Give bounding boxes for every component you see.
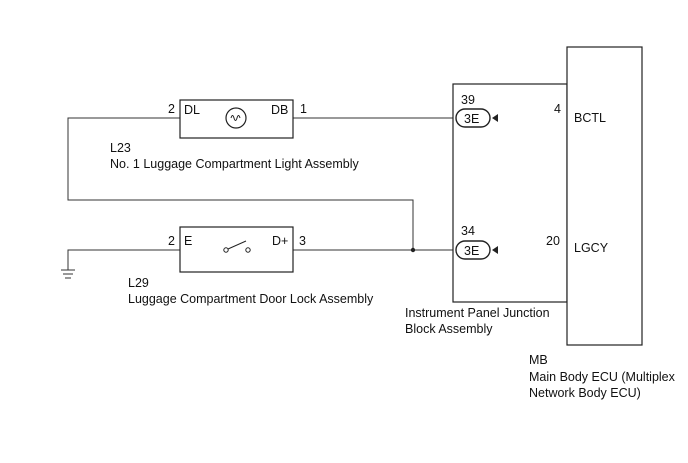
- l23-name: No. 1 Luggage Compartment Light Assembly: [110, 157, 359, 171]
- l29-pin-left-number: 2: [168, 234, 175, 248]
- wire-l23-loop: [67, 117, 414, 250]
- junction-connector-bottom: [455, 240, 491, 260]
- mb-name-line2: Network Body ECU): [529, 386, 641, 400]
- junction-connector-bottom-label: 3E: [464, 244, 479, 258]
- mb-pin-bottom-number: 20: [546, 234, 560, 248]
- l29-code: L29: [128, 276, 149, 290]
- l23-pin-right-number: 1: [300, 102, 307, 116]
- lamp-icon: [225, 107, 247, 129]
- l29-box: [179, 226, 294, 273]
- junction-connector-top-label: 3E: [464, 112, 479, 126]
- junction-bottom-pin-number: 34: [461, 224, 475, 238]
- wire-l29-to-ground: [67, 249, 180, 270]
- mb-pin-bottom-name: LGCY: [574, 241, 609, 255]
- switch-icon: [223, 240, 251, 253]
- l29-name: Luggage Compartment Door Lock Assembly: [128, 292, 374, 306]
- junction-connector-top: [455, 108, 491, 128]
- mb-pin-top-number: 4: [554, 102, 561, 116]
- ground-icon: [61, 269, 75, 279]
- mb-pin-top-name: BCTL: [574, 111, 606, 125]
- mb-box: [566, 46, 643, 346]
- connector-top-terminal: [492, 114, 498, 122]
- component-l23: 2 DL DB 1 L23 No. 1 Luggage Compartment …: [110, 99, 359, 171]
- l23-code: L23: [110, 141, 131, 155]
- wire-splice-dot: [410, 247, 416, 253]
- l23-pin-right-name: DB: [271, 103, 288, 117]
- l23-pin-left-name: DL: [184, 103, 200, 117]
- l23-pin-left-number: 2: [168, 102, 175, 116]
- component-mb: 4 BCTL 20 LGCY MB Main Body ECU (Multipl…: [529, 46, 676, 400]
- l29-pin-right-name: D+: [272, 234, 288, 248]
- connector-bottom-terminal: [492, 246, 498, 254]
- component-junction-block: 39 3E 34 3E Instrument Panel Junction Bl…: [405, 83, 568, 336]
- component-l29: 2 E D+ 3 L29 Luggage Compartment Door Lo…: [128, 226, 374, 306]
- junction-block-name-line2: Block Assembly: [405, 322, 493, 336]
- junction-block-name-line1: Instrument Panel Junction: [405, 306, 550, 320]
- junction-top-pin-number: 39: [461, 93, 475, 107]
- l29-pin-left-name: E: [184, 234, 192, 248]
- mb-code: MB: [529, 353, 548, 367]
- l29-pin-right-number: 3: [299, 234, 306, 248]
- mb-name-line1: Main Body ECU (Multiplex: [529, 370, 676, 384]
